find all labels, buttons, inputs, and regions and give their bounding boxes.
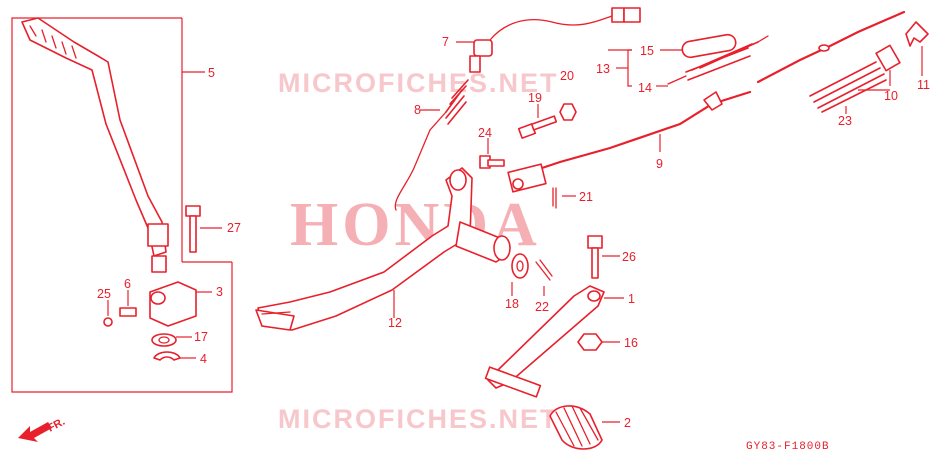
callout-11: 11	[917, 78, 930, 92]
nut-20	[559, 103, 577, 121]
callout-4: 4	[200, 352, 207, 366]
callout-15: 15	[640, 44, 654, 58]
callout-22: 22	[535, 300, 549, 314]
nut-16	[577, 333, 620, 351]
callout-14: 14	[638, 81, 652, 95]
brake-return-spring	[394, 79, 469, 211]
kickstarter-group-bracket	[11, 17, 233, 393]
brake-pedal	[255, 167, 511, 331]
callout-18: 18	[505, 297, 519, 311]
spring-14	[667, 35, 769, 85]
pedal-rubber	[549, 405, 620, 450]
callout-1: 1	[628, 292, 635, 306]
watermark-top: MICROFICHES.NET	[278, 68, 559, 98]
callout-5: 5	[208, 66, 215, 80]
direction-label: FR.	[46, 416, 67, 435]
callout-6: 6	[124, 277, 131, 291]
callout-9: 9	[656, 157, 663, 171]
brake-rod	[507, 90, 752, 193]
steel-ball	[103, 317, 113, 327]
spring-23	[809, 61, 887, 114]
kick-starter-arm	[21, 17, 169, 273]
washer-18	[511, 253, 529, 296]
front-direction-arrow-icon: FR.	[18, 416, 67, 442]
callout-7: 7	[442, 35, 449, 49]
callout-2: 2	[624, 416, 631, 430]
kick-pinch-block	[149, 281, 212, 327]
callout-13: 13	[596, 62, 610, 76]
callout-24: 24	[478, 126, 492, 140]
watermark-bottom: MICROFICHES.NET	[278, 404, 559, 434]
bolt-19	[517, 104, 558, 139]
cotter-pin-22	[535, 259, 553, 296]
callout-25: 25	[97, 287, 111, 301]
callout-23: 23	[838, 114, 852, 128]
stop-switch	[456, 7, 641, 73]
callout-12: 12	[388, 316, 402, 330]
circlip-4	[153, 351, 196, 361]
adjusting-nut-11	[905, 21, 929, 76]
callout-8: 8	[414, 103, 421, 117]
brake-cable	[756, 10, 906, 84]
callout-16: 16	[624, 336, 638, 350]
small-spring-part	[119, 290, 137, 317]
gear-change-arm	[484, 285, 624, 398]
diagram-code: GY83-F1800B	[746, 441, 830, 453]
callout-19: 19	[528, 91, 542, 105]
callout-20: 20	[560, 69, 574, 83]
callout-27: 27	[227, 221, 241, 235]
bolt-26	[587, 235, 620, 279]
callout-3: 3	[216, 285, 223, 299]
callout-17: 17	[194, 330, 208, 344]
callout-10: 10	[884, 89, 898, 103]
callout-21: 21	[579, 190, 593, 204]
callout-26: 26	[622, 250, 636, 264]
bolt-27	[185, 205, 222, 253]
grommet-15	[681, 33, 737, 59]
cotter-pin-21	[552, 187, 576, 209]
joint-10	[875, 44, 901, 86]
washer-17	[151, 333, 192, 347]
pin-24	[479, 138, 505, 169]
